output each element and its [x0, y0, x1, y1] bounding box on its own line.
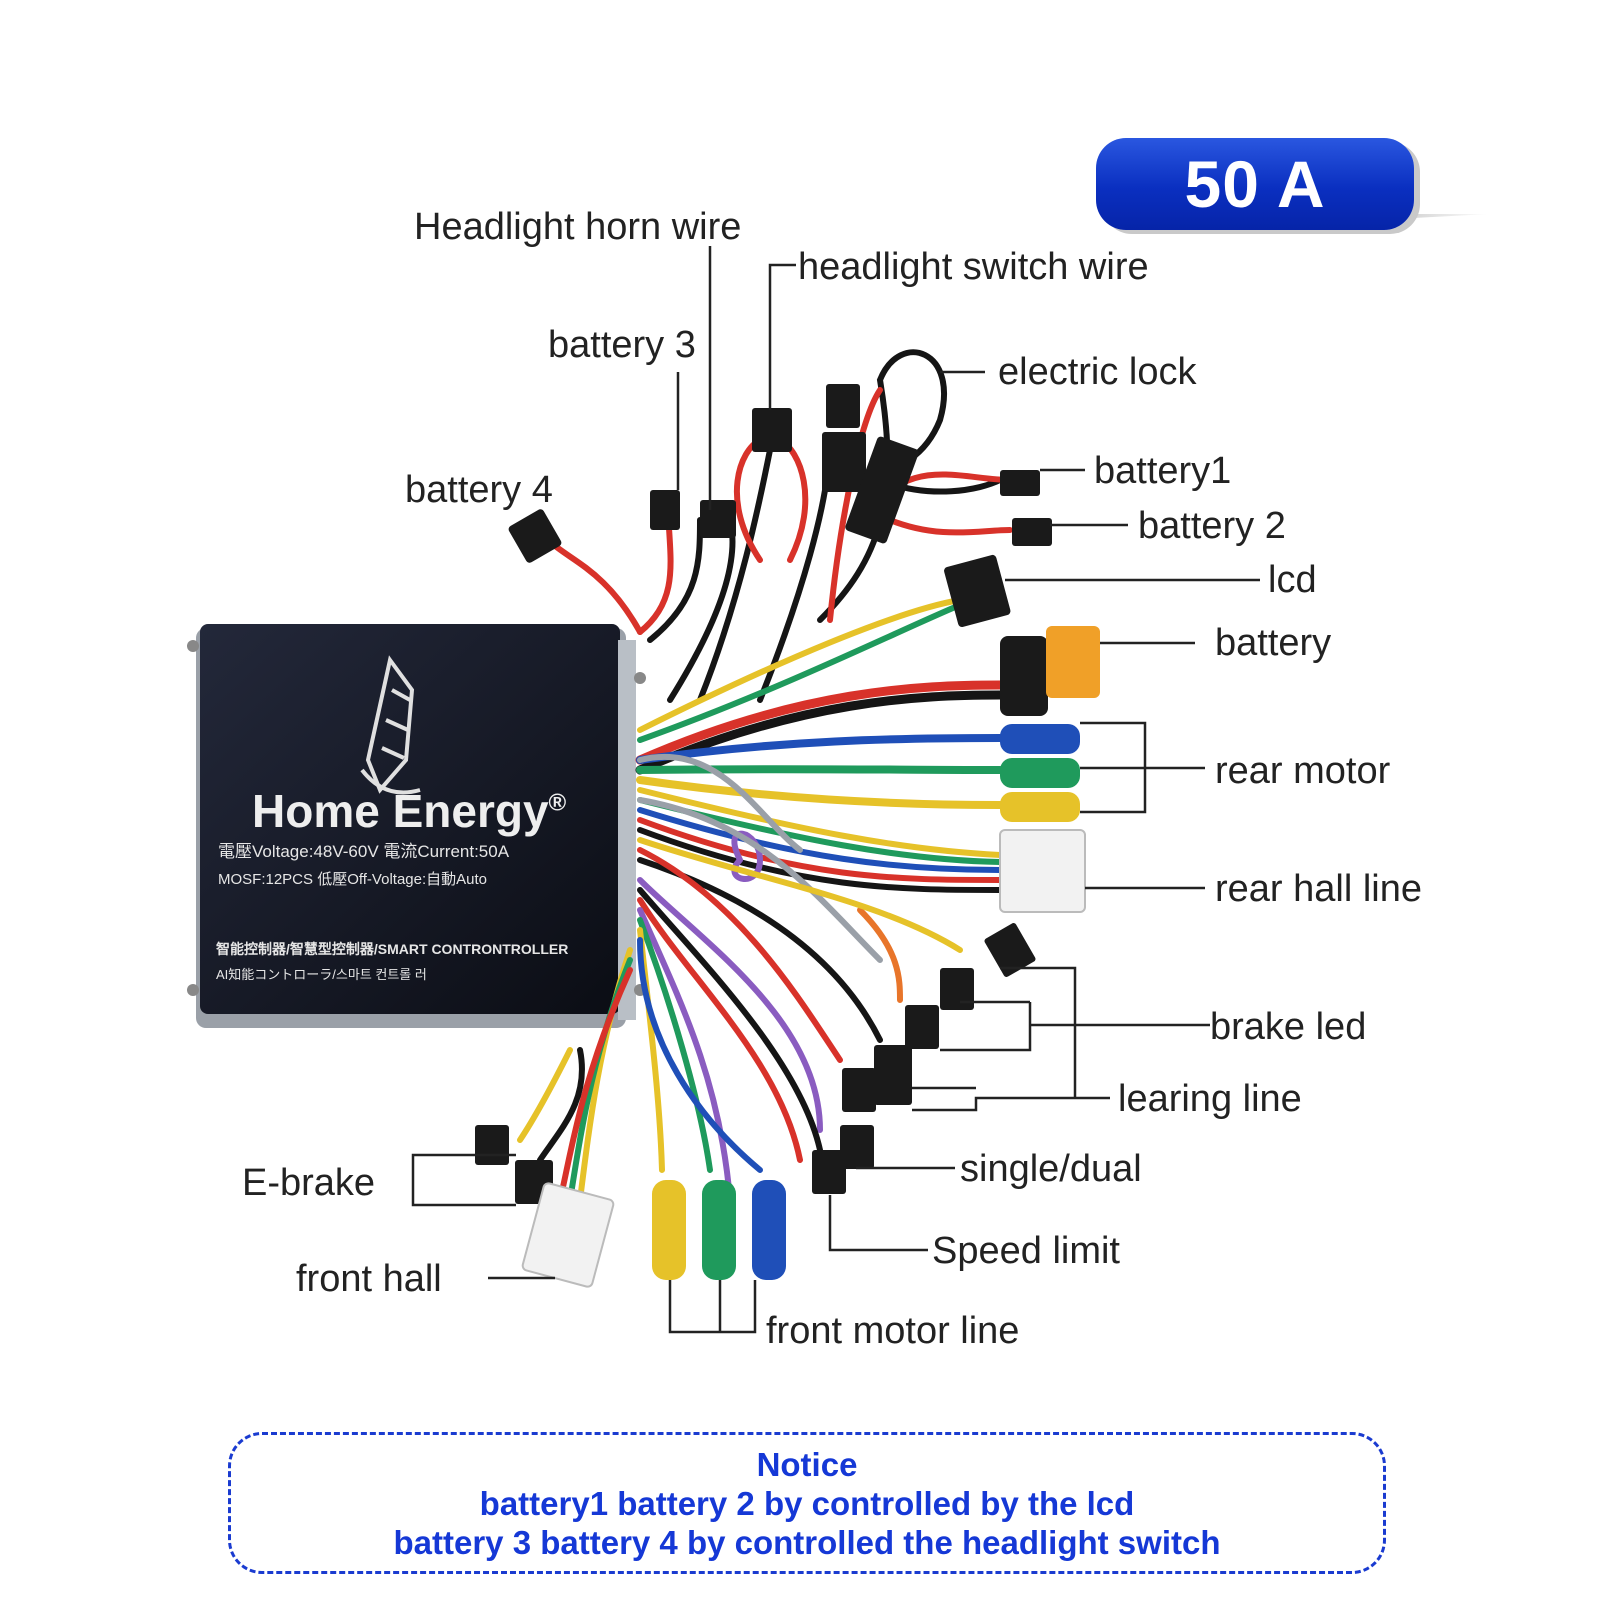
- label-headlight-horn-wire: Headlight horn wire: [414, 206, 742, 248]
- controller-type-line2: AI知能コントローラ/스마트 컨트롤 러: [216, 967, 427, 982]
- registered-mark: ®: [548, 789, 567, 817]
- controller-spec-line2: MOSF:12PCS 低壓Off-Voltage:自動Auto: [218, 871, 487, 888]
- label-single-dual: single/dual: [960, 1148, 1142, 1190]
- label-battery: battery: [1215, 622, 1332, 664]
- leader-lines: [411, 246, 1260, 1334]
- label-battery1: battery1: [1094, 450, 1232, 492]
- label-e-brake: E-brake: [242, 1162, 376, 1204]
- label-front-motor-line: front motor line: [766, 1310, 1020, 1352]
- label-rear-motor: rear motor: [1215, 750, 1391, 792]
- controller-spec-line1: 電壓Voltage:48V-60V 電流Current:50A: [218, 842, 510, 861]
- helmet-logo-icon: [360, 655, 421, 795]
- current-badge: 50 A: [1096, 138, 1414, 230]
- notice-line-2: battery 3 battery 4 by controlled the he…: [393, 1524, 1221, 1561]
- label-headlight-switch-wire: headlight switch wire: [798, 246, 1149, 288]
- label-lcd: lcd: [1268, 559, 1317, 601]
- label-battery-4: battery 4: [405, 469, 553, 511]
- brand-text: Home Energy: [252, 785, 549, 837]
- label-speed-limit: Speed limit: [932, 1230, 1120, 1272]
- label-electric-lock: electric lock: [998, 351, 1197, 393]
- connectors: [475, 384, 1100, 1288]
- notice-line-1: battery1 battery 2 by controlled by the …: [479, 1485, 1135, 1522]
- controller-brand: Home Energy®: [252, 788, 566, 834]
- label-front-hall: front hall: [296, 1258, 442, 1300]
- controller-box: [187, 624, 646, 1028]
- notice-box: Notice battery1 battery 2 by controlled …: [228, 1432, 1386, 1574]
- label-learing-line: learing line: [1118, 1078, 1302, 1120]
- notice-title: Notice: [756, 1446, 858, 1483]
- label-battery-2: battery 2: [1138, 505, 1286, 547]
- label-rear-hall-line: rear hall line: [1215, 868, 1422, 910]
- label-brake-led: brake led: [1210, 1006, 1367, 1048]
- controller-type-line1: 智能控制器/智慧型控制器/SMART CONTRONTROLLER: [216, 941, 569, 957]
- label-battery-3: battery 3: [548, 324, 696, 366]
